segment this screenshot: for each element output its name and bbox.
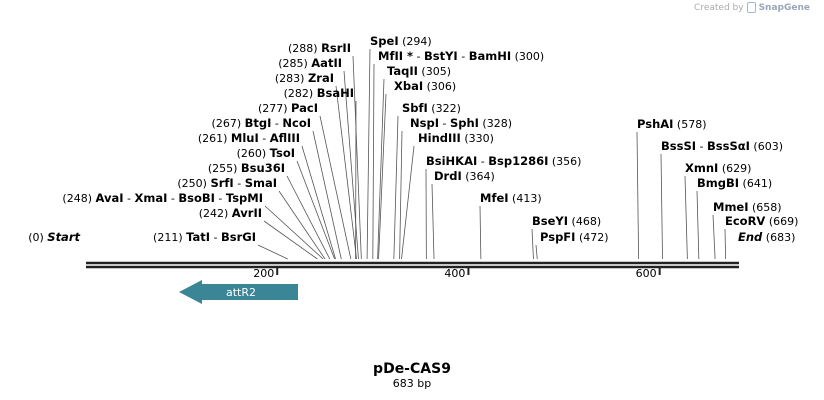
cut-site-leader	[263, 220, 318, 260]
cut-site-label[interactable]: SbfI (322)	[402, 101, 461, 115]
cut-site-leader	[377, 78, 385, 260]
snapgene-credit: Created by SnapGene	[694, 2, 810, 13]
cut-site-label[interactable]: (288) RsrII	[288, 41, 351, 55]
cut-site-leader	[312, 130, 342, 260]
cut-site-label[interactable]: (250) SrfI - SmaI	[177, 176, 277, 190]
cut-site-leader	[366, 48, 371, 260]
cut-site-label[interactable]: (277) PacI	[258, 101, 318, 115]
cut-site-leader	[286, 175, 331, 260]
cut-site-label[interactable]: PspFI (472)	[540, 230, 609, 244]
cut-site-leader	[393, 115, 399, 260]
cut-site-leader	[399, 130, 403, 260]
cut-site-label[interactable]: (242) AvrII	[199, 206, 262, 220]
plasmid-length: 683 bp	[392, 377, 432, 390]
cut-site-label[interactable]: (255) Bsu36I	[208, 161, 285, 175]
ruler-tick-label: 400	[444, 267, 465, 280]
cut-site-label[interactable]: (267) BtgI - NcoI	[212, 116, 311, 130]
cut-site-label[interactable]: SpeI (294)	[370, 34, 432, 48]
plasmid-name: pDe-CAS9	[373, 361, 451, 377]
cut-site-leader	[343, 70, 359, 260]
cut-site-leaders	[257, 48, 727, 260]
cut-site-leader	[401, 145, 415, 260]
cut-site-label[interactable]: End (683)	[738, 230, 795, 244]
cut-site-label[interactable]: XmnI (629)	[685, 161, 751, 175]
cut-site-label[interactable]: EcoRV (669)	[725, 214, 798, 228]
cut-site-leader	[301, 145, 336, 260]
cut-site-leader	[264, 205, 324, 260]
feature-label: attR2	[226, 286, 256, 299]
credit-prefix: Created by	[694, 2, 744, 13]
cut-site-leader	[431, 183, 435, 260]
cut-site-label[interactable]: (0) Start	[28, 230, 80, 244]
cut-site-leader	[696, 190, 700, 260]
cut-site-label[interactable]: (248) AvaI - XmaI - BsoBI - TspMI	[62, 191, 263, 205]
feature-attr2[interactable]: attR2	[179, 280, 298, 304]
cut-site-label[interactable]: MfeI (413)	[480, 191, 542, 205]
ruler: 200 400 600	[253, 267, 661, 280]
cut-site-leader	[531, 228, 534, 260]
cut-site-leader	[660, 153, 663, 260]
cut-site-label[interactable]: PshAI (578)	[637, 117, 707, 131]
cut-site-leader	[278, 190, 326, 260]
cut-site-leader	[535, 244, 538, 260]
cut-site-labels: (0) Start(211) TatI - BsrGI(242) AvrII(2…	[28, 34, 798, 244]
cut-site-leader	[319, 115, 352, 260]
cut-site-label[interactable]: BssSI - BssSαI (603)	[661, 139, 783, 153]
cut-site-label[interactable]: (260) TsoI	[237, 146, 295, 160]
cut-site-label[interactable]: (282) BsaHI	[284, 86, 354, 100]
cut-site-leader	[352, 55, 362, 260]
cut-site-leader	[257, 244, 288, 260]
cut-site-label[interactable]: TaqII (305)	[387, 64, 451, 78]
cut-site-label[interactable]: (283) ZraI	[275, 71, 334, 85]
cut-site-label[interactable]: (285) AatII	[278, 56, 342, 70]
cut-site-label[interactable]: MmeI (658)	[713, 200, 782, 214]
cut-site-leader	[479, 205, 482, 260]
cut-site-leader	[684, 175, 688, 260]
cut-site-leader	[724, 228, 727, 260]
ruler-tick-label: 600	[636, 267, 657, 280]
credit-brand: SnapGene	[758, 2, 810, 13]
cut-site-leader	[378, 93, 387, 260]
cut-site-label[interactable]: NspI - SphI (328)	[410, 116, 512, 130]
cut-site-leader	[636, 131, 640, 260]
cut-site-leader	[712, 214, 716, 260]
cut-site-label[interactable]: DrdI (364)	[434, 169, 495, 183]
snapgene-logo-icon	[746, 2, 756, 13]
ruler-tick-label: 200	[253, 267, 274, 280]
cut-site-label[interactable]: (261) MluI - AflIII	[198, 131, 300, 145]
cut-site-label[interactable]: BseYI (468)	[532, 214, 601, 228]
dna-backbone	[86, 261, 739, 269]
cut-site-label[interactable]: XbaI (306)	[394, 79, 456, 93]
cut-site-leader	[335, 85, 357, 260]
cut-site-leader	[296, 160, 335, 260]
cut-site-label[interactable]: BmgBI (641)	[697, 176, 772, 190]
attr2-arrow[interactable]	[179, 280, 298, 304]
cut-site-leader	[372, 63, 375, 260]
cut-site-label[interactable]: HindIII (330)	[418, 131, 494, 145]
cut-site-label[interactable]: BsiHKAI - Bsp1286I (356)	[426, 154, 581, 168]
cut-site-label[interactable]: (211) TatI - BsrGI	[153, 230, 256, 244]
cut-site-label[interactable]: MfII * - BstYI - BamHI (300)	[378, 49, 544, 63]
